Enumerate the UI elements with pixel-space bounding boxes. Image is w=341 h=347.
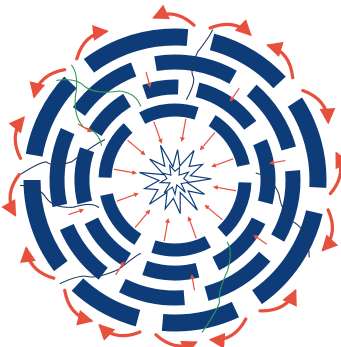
inward-arrow-icon bbox=[231, 88, 240, 100]
inward-arrow-icon bbox=[135, 211, 149, 228]
inward-arrow-icon bbox=[154, 122, 162, 143]
center-burst bbox=[139, 145, 211, 213]
ring-segment bbox=[107, 195, 138, 240]
ring-segment bbox=[198, 90, 251, 126]
ring-segment bbox=[57, 131, 68, 205]
inward-arrow-icon bbox=[128, 140, 145, 154]
ring-segment bbox=[142, 110, 196, 118]
inward-arrow-icon bbox=[213, 159, 234, 167]
inward-arrow-icon bbox=[189, 218, 197, 239]
inward-arrow-icon bbox=[182, 119, 186, 141]
inward-arrow-icon bbox=[114, 169, 136, 173]
ring-segment bbox=[145, 87, 179, 92]
inward-arrow-icon bbox=[68, 210, 82, 215]
ring-segment bbox=[278, 171, 293, 238]
inward-arrow-icon bbox=[206, 206, 223, 220]
curved-arrow-icon bbox=[155, 14, 194, 25]
curved-arrow-icon bbox=[330, 154, 340, 193]
ring-segment bbox=[212, 121, 243, 166]
ring-segment bbox=[145, 268, 198, 273]
inward-arrow-icon bbox=[117, 194, 138, 202]
curved-arrow-icon bbox=[15, 119, 23, 159]
curved-arrow-icon bbox=[210, 24, 249, 34]
curved-arrow-icon bbox=[324, 210, 333, 250]
curved-arrow-icon bbox=[10, 175, 19, 215]
ring-segment bbox=[260, 142, 268, 202]
ring-segment bbox=[156, 62, 234, 77]
inward-arrow-icon bbox=[201, 133, 215, 150]
curved-arrow-icon bbox=[156, 335, 195, 346]
curved-arrow-icon bbox=[101, 326, 140, 336]
ring-segment bbox=[122, 286, 184, 298]
inward-arrow-icon bbox=[116, 262, 124, 275]
inward-arrow-icon bbox=[214, 187, 236, 191]
ring-segment bbox=[163, 310, 236, 323]
inward-arrow-icon bbox=[254, 236, 266, 245]
inward-arrow-icon bbox=[78, 124, 91, 132]
ring-segment bbox=[82, 150, 87, 203]
ring-segment bbox=[252, 90, 289, 148]
inward-arrow-icon bbox=[164, 219, 168, 241]
ring-segment bbox=[153, 242, 207, 250]
